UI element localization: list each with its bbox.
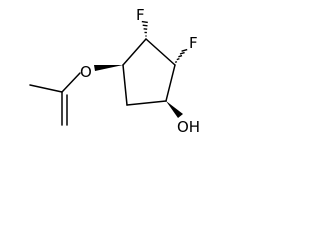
bond-o-carbonyl-carbon <box>61 72 81 93</box>
bond-carbonyl-carbon-methyl <box>29 84 63 93</box>
acetoxy-difluoro-cyclopentanol-structure: F F O OH <box>29 6 200 136</box>
ring-bond-c3-c4 <box>165 64 176 102</box>
ring-bond-c1-c2 <box>122 38 147 66</box>
wedge-bond-c4-oh <box>166 101 183 118</box>
hydroxyl-label: OH <box>177 118 200 136</box>
fluorine-right-label: F <box>189 34 198 52</box>
hashed-bond-c3-f <box>174 48 188 64</box>
ring-bond-c4-c5 <box>126 100 167 106</box>
ester-oxygen-label: O <box>80 63 92 81</box>
hashed-bond-c2-f <box>141 20 148 37</box>
fluorine-upper-label: F <box>136 6 145 24</box>
ring-bond-c2-c3 <box>145 38 176 66</box>
wedge-bond-c1-o <box>94 65 123 71</box>
ring-bond-c5-c1 <box>122 64 128 106</box>
